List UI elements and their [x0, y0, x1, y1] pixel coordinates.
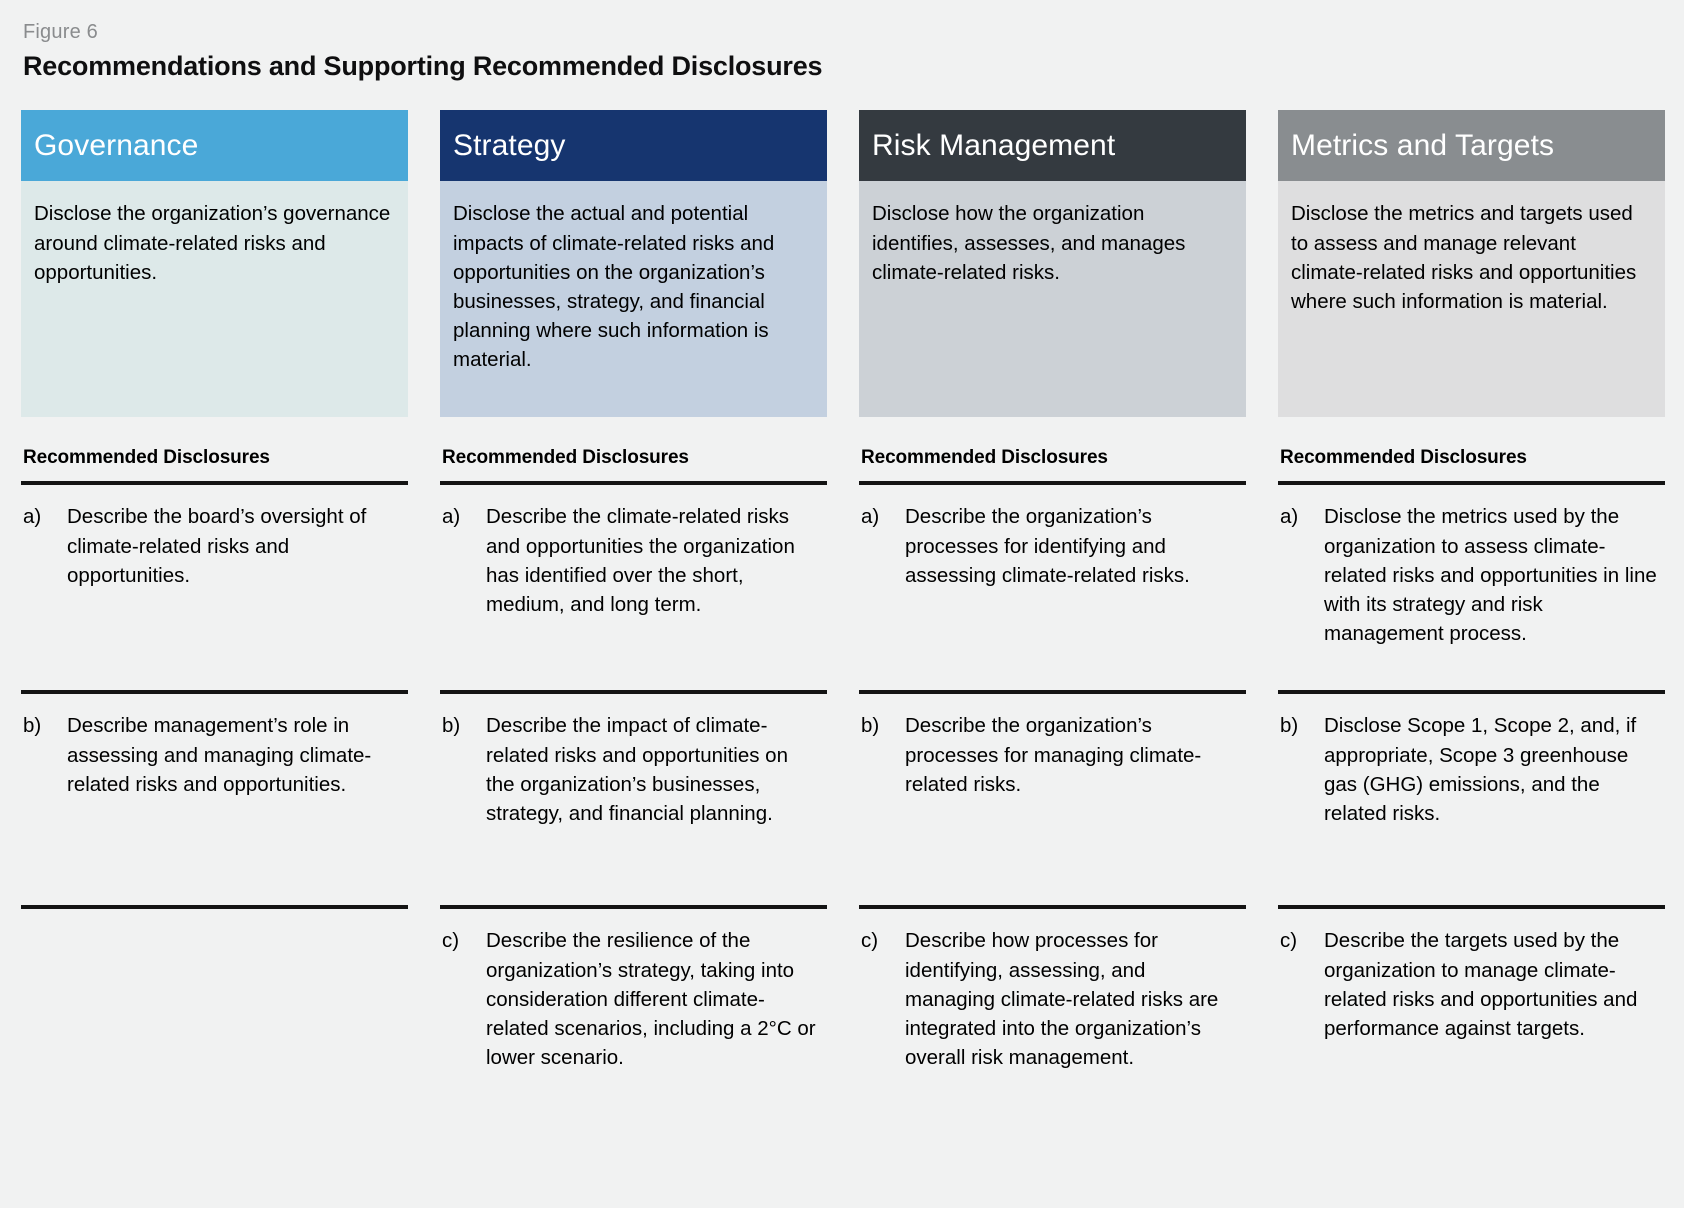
list-item-marker: c) — [861, 929, 879, 953]
list-item: b) Describe the organization’s processes… — [859, 690, 1246, 905]
list-item: a) Describe the organization’s processes… — [859, 481, 1246, 690]
pillar-column-metrics-and-targets: Metrics and Targets Disclose the metrics… — [1278, 110, 1665, 1085]
pillar-header-governance: Governance — [21, 110, 408, 182]
list-item-marker: c) — [1280, 929, 1298, 953]
pillar-header-risk-management: Risk Management — [859, 110, 1246, 182]
list-item-text: Describe the resilience of the organizat… — [486, 929, 816, 1069]
list-item-marker: c) — [442, 929, 460, 953]
list-item-marker: a) — [1280, 505, 1299, 529]
list-item-marker: b) — [442, 714, 461, 738]
list-item-text: Disclose the metrics used by the organiz… — [1324, 505, 1657, 645]
pillar-body-risk-management: Disclose how the organization identifies… — [859, 181, 1246, 418]
list-item-text: Describe the organization’s processes fo… — [905, 714, 1202, 796]
disclosure-list-metrics-and-targets: a) Disclose the metrics used by the orga… — [1278, 481, 1665, 1085]
list-item-marker: a) — [442, 505, 461, 529]
list-item: a) Describe the climate-related risks an… — [440, 481, 827, 690]
figure-label: Figure 6 — [23, 21, 98, 43]
pillar-title-risk-management: Risk Management — [872, 128, 1116, 162]
recommended-disclosures-heading-strategy: Recommended Disclosures — [442, 447, 689, 469]
list-item-text: Describe the targets used by the organiz… — [1324, 929, 1638, 1040]
pillar-description-governance: Disclose the organization’s governance a… — [34, 202, 391, 284]
list-item: b) Describe management’s role in assessi… — [21, 690, 408, 905]
list-item: c) Describe the resilience of the organi… — [440, 905, 827, 1090]
pillar-description-metrics-and-targets: Disclose the metrics and targets used to… — [1291, 202, 1637, 313]
list-item-text: Describe management’s role in assessing … — [67, 714, 372, 796]
list-item: c) Describe how processes for identifyin… — [859, 905, 1246, 1090]
list-item: b) Disclose Scope 1, Scope 2, and, if ap… — [1278, 690, 1665, 905]
pillar-body-strategy: Disclose the actual and potential impact… — [440, 181, 827, 418]
pillar-column-risk-management: Risk Management Disclose how the organiz… — [859, 110, 1246, 1090]
recommended-disclosures-heading-risk-management: Recommended Disclosures — [861, 447, 1108, 469]
pillar-title-strategy: Strategy — [453, 128, 566, 162]
pillar-description-strategy: Disclose the actual and potential impact… — [453, 202, 775, 371]
list-item-text: Describe the organization’s processes fo… — [905, 505, 1190, 587]
list-item-text: Describe the climate-related risks and o… — [486, 505, 795, 616]
pillar-description-risk-management: Disclose how the organization identifies… — [872, 202, 1186, 284]
pillar-column-governance: Governance Disclose the organization’s g… — [21, 110, 408, 1085]
disclosure-list-risk-management: a) Describe the organization’s processes… — [859, 481, 1246, 1090]
list-item-marker: b) — [1280, 714, 1299, 738]
list-item-text: Describe how processes for identifying, … — [905, 929, 1219, 1069]
disclosure-list-strategy: a) Describe the climate-related risks an… — [440, 481, 827, 1090]
pillar-header-metrics-and-targets: Metrics and Targets — [1278, 110, 1665, 182]
disclosure-list-governance: a) Describe the board’s oversight of cli… — [21, 481, 408, 1085]
list-item: a) Disclose the metrics used by the orga… — [1278, 481, 1665, 690]
list-item: b) Describe the impact of climate-relate… — [440, 690, 827, 905]
pillar-header-strategy: Strategy — [440, 110, 827, 182]
list-item-marker: b) — [23, 714, 42, 738]
list-item-spacer — [21, 905, 408, 1085]
list-item-text: Describe the board’s oversight of climat… — [67, 505, 367, 587]
pillar-title-governance: Governance — [34, 128, 199, 162]
list-item-marker: b) — [861, 714, 880, 738]
pillar-body-governance: Disclose the organization’s governance a… — [21, 181, 408, 418]
list-item: c) Describe the targets used by the orga… — [1278, 905, 1665, 1085]
recommended-disclosures-heading-metrics-and-targets: Recommended Disclosures — [1280, 447, 1527, 469]
list-item-text: Describe the impact of climate-related r… — [486, 714, 788, 825]
pillar-body-metrics-and-targets: Disclose the metrics and targets used to… — [1278, 181, 1665, 418]
pillar-columns: Governance Disclose the organization’s g… — [21, 110, 1665, 1090]
list-item-marker: a) — [23, 505, 42, 529]
pillar-column-strategy: Strategy Disclose the actual and potenti… — [440, 110, 827, 1090]
pillar-title-metrics-and-targets: Metrics and Targets — [1291, 128, 1555, 162]
list-item: a) Describe the board’s oversight of cli… — [21, 481, 408, 690]
page-title: Recommendations and Supporting Recommend… — [23, 51, 823, 81]
list-item-text: Disclose Scope 1, Scope 2, and, if appro… — [1324, 714, 1637, 825]
list-item-marker: a) — [861, 505, 880, 529]
recommended-disclosures-heading-governance: Recommended Disclosures — [23, 447, 270, 469]
